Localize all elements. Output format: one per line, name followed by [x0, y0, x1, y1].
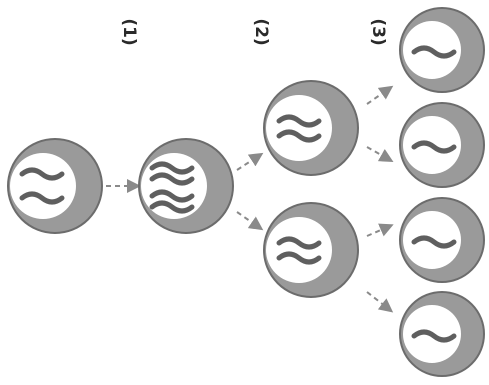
arrow-daughter-1-to-granddaughter-2 — [366, 146, 394, 162]
arrow-daughter-2-to-granddaughter-3 — [366, 223, 394, 237]
stage-label-3: (3) — [368, 18, 388, 45]
replicated-cell — [138, 138, 234, 234]
chromosome — [411, 45, 457, 59]
parent-cell — [7, 138, 103, 234]
chromosome — [411, 235, 457, 249]
arrow-replicated-to-daughter-1 — [236, 152, 264, 171]
granddaughter-cell-1 — [399, 7, 485, 93]
nucleus — [266, 95, 332, 161]
chromosome — [276, 114, 322, 143]
nucleus — [10, 153, 76, 219]
chromosome — [276, 236, 322, 265]
granddaughter-cell-3 — [399, 197, 485, 283]
nucleus — [266, 217, 332, 283]
daughter-cell-2 — [263, 202, 359, 298]
arrow-replicated-to-daughter-2 — [236, 211, 264, 231]
stage-label-1: (1) — [119, 18, 139, 45]
chromosome — [19, 167, 65, 205]
stage-label-2: (2) — [251, 18, 271, 45]
arrows — [106, 85, 394, 313]
granddaughter-cell-2 — [399, 102, 485, 188]
daughter-cell-1 — [263, 80, 359, 176]
chromosome — [411, 140, 457, 154]
chromosome — [411, 329, 457, 343]
arrow-daughter-1-to-granddaughter-1 — [366, 85, 394, 105]
arrow-daughter-2-to-granddaughter-4 — [366, 291, 394, 313]
chromosome — [149, 161, 195, 214]
granddaughter-cell-4 — [399, 291, 485, 377]
